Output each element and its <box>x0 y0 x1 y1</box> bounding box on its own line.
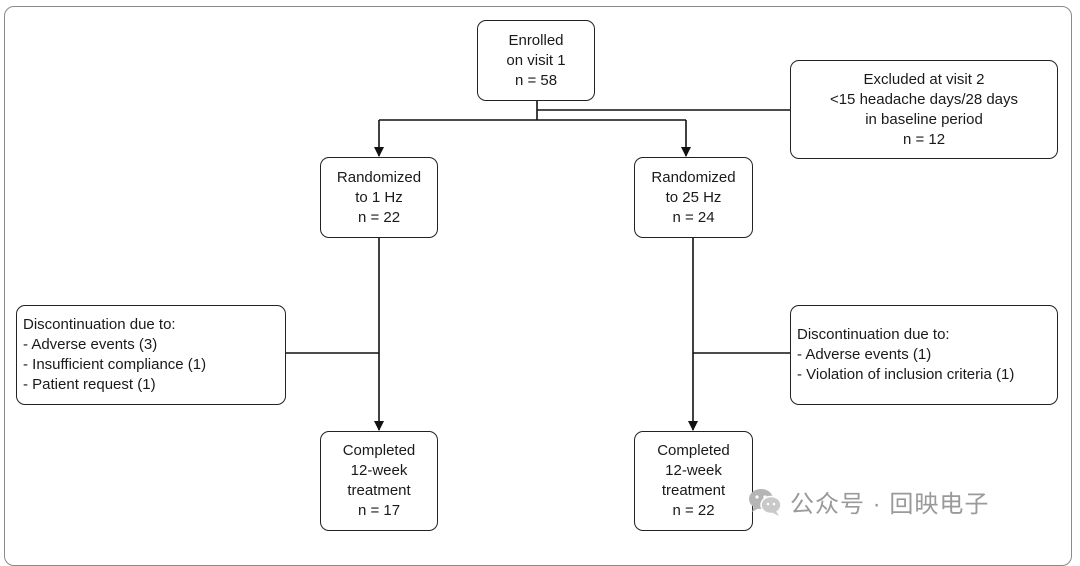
randomized-1hz-box: Randomized to 1 Hz n = 22 <box>320 157 438 238</box>
comp-25hz-line-2: 12-week <box>665 462 722 479</box>
comp-25hz-line-4: n = 22 <box>672 502 715 519</box>
discontinuation-25hz-box: Discontinuation due to: - Adverse events… <box>790 305 1058 405</box>
enrolled-line-1: Enrolled <box>508 31 564 49</box>
excluded-line-4: n = 12 <box>902 130 946 148</box>
disc-left-line-4: - Patient request (1) <box>23 376 156 393</box>
watermark: 公众号 · 回映电子 <box>748 484 989 519</box>
comp-1hz-line-2: 12-week <box>350 462 408 479</box>
enrolled-line-3: n = 58 <box>514 71 558 89</box>
excluded-line-2: <15 headache days/28 days <box>829 90 1019 108</box>
flow-connectors <box>286 100 790 431</box>
comp-1hz-line-3: treatment <box>347 482 411 499</box>
wechat-icon <box>749 488 782 516</box>
rand-1hz-line-1: Randomized <box>336 168 422 186</box>
disc-left-line-3: - Insufficient compliance (1) <box>23 356 207 373</box>
comp-1hz-line-1: Completed <box>342 442 416 459</box>
enrolled-line-2: on visit 1 <box>506 51 566 69</box>
disc-right-line-1: Discontinuation due to: <box>797 326 950 343</box>
disc-right-line-3: - Violation of inclusion criteria (1) <box>797 366 1015 383</box>
excluded-line-1: Excluded at visit 2 <box>863 70 985 88</box>
watermark-text: 公众号 · 回映电子 <box>790 491 990 518</box>
disc-left-line-1: Discontinuation due to: <box>23 316 176 333</box>
disc-right-line-2: - Adverse events (1) <box>797 346 932 363</box>
comp-25hz-line-3: treatment <box>661 482 726 499</box>
rand-1hz-line-2: to 1 Hz <box>355 188 403 206</box>
completed-25hz-box: Completed 12-week treatment n = 22 <box>634 431 753 531</box>
excluded-line-3: in baseline period <box>865 110 983 128</box>
disc-left-line-2: - Adverse events (3) <box>23 336 158 353</box>
comp-1hz-line-4: n = 17 <box>357 502 401 519</box>
comp-25hz-line-1: Completed <box>657 442 730 459</box>
randomized-25hz-box: Randomized to 25 Hz n = 24 <box>634 157 753 238</box>
enrolled-box: Enrolled on visit 1 n = 58 <box>477 20 595 101</box>
discontinuation-1hz-box: Discontinuation due to: - Adverse events… <box>16 305 286 405</box>
excluded-box: Excluded at visit 2 <15 headache days/28… <box>790 60 1058 159</box>
rand-25hz-line-2: to 25 Hz <box>665 188 722 206</box>
rand-1hz-line-3: n = 22 <box>357 208 401 226</box>
rand-25hz-line-3: n = 24 <box>672 208 715 226</box>
rand-25hz-line-1: Randomized <box>651 168 736 186</box>
completed-1hz-box: Completed 12-week treatment n = 17 <box>320 431 438 531</box>
